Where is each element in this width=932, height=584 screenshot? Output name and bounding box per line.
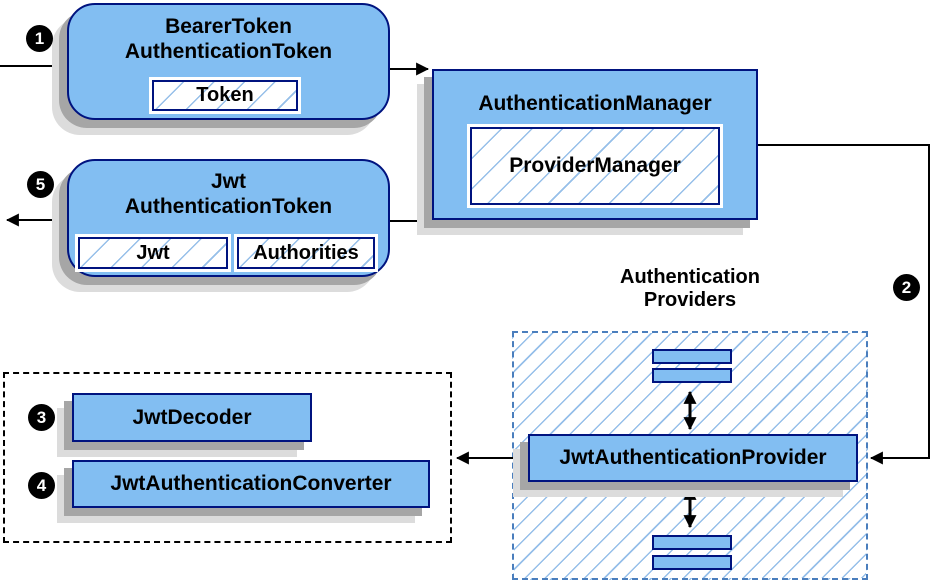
provider-placeholder-rect	[652, 535, 732, 550]
authentication-providers-title: Authentication Providers	[575, 266, 805, 312]
node-title: Jwt AuthenticationToken	[69, 169, 388, 219]
provider-placeholder-rect	[652, 349, 732, 364]
step-badge-5: 5	[27, 171, 54, 198]
node-authentication-manager: AuthenticationManager ProviderManager	[432, 69, 758, 220]
node-title-line2: AuthenticationToken	[124, 195, 333, 218]
provider-placeholder-rect	[652, 368, 732, 383]
node-bearer-token-authentication-token: BearerToken AuthenticationToken Token	[67, 3, 390, 120]
node-title: AuthenticationManager	[478, 92, 712, 115]
jwt-processing-group	[3, 372, 452, 543]
step-badge-2: 2	[893, 274, 920, 301]
node-title-line1: BearerToken	[165, 15, 292, 38]
node-jwt-authentication-token: Jwt AuthenticationToken Jwt Authorities	[67, 159, 390, 277]
chip-jwt: Jwt	[78, 237, 228, 269]
node-title: BearerToken AuthenticationToken	[69, 14, 388, 64]
step-badge-4: 4	[28, 472, 55, 499]
node-jwt-authentication-provider: JwtAuthenticationProvider	[528, 434, 858, 482]
authentication-providers-title-line1: Authentication	[620, 266, 760, 288]
node-jwt-decoder: JwtDecoder	[72, 393, 312, 442]
step-badge-3: 3	[28, 404, 55, 431]
provider-placeholder-rect	[652, 555, 732, 570]
step-badge-1: 1	[26, 25, 53, 52]
node-title-line2: AuthenticationToken	[124, 40, 333, 63]
edge-manager-to-provider	[758, 144, 930, 465]
node-jwt-authentication-converter: JwtAuthenticationConverter	[72, 460, 430, 508]
node-title-line1: Jwt	[210, 170, 246, 193]
chip-provider-manager: ProviderManager	[470, 127, 720, 205]
authentication-providers-title-line2: Providers	[643, 289, 737, 311]
chip-token: Token	[152, 80, 298, 111]
chip-authorities: Authorities	[237, 237, 375, 269]
